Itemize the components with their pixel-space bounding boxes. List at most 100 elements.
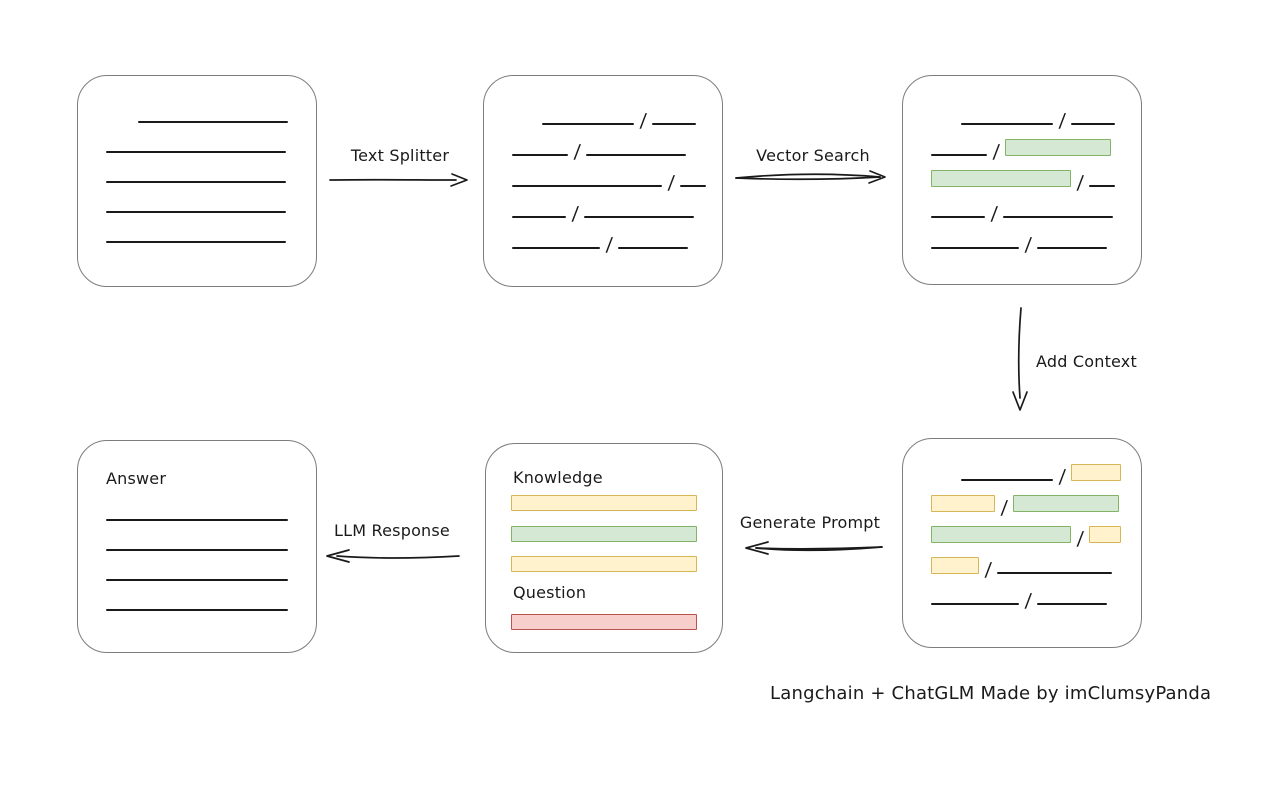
answer-node: Answer xyxy=(77,440,317,653)
chunk-row: / xyxy=(512,229,689,256)
prompt-node: Knowledge Question xyxy=(485,443,723,653)
text-line xyxy=(106,609,288,611)
text-line xyxy=(1037,247,1108,249)
text-line xyxy=(106,241,286,243)
slash-separator: / xyxy=(573,141,582,163)
chunk-row: / xyxy=(931,105,1116,132)
green-chunk-rect xyxy=(1005,139,1112,156)
chunk-row: / xyxy=(931,198,1114,225)
question-label: Question xyxy=(513,583,587,602)
chunk-row: / xyxy=(931,229,1108,256)
answer-label: Answer xyxy=(106,469,167,488)
llm-response-label: LLM Response xyxy=(334,521,450,540)
slash-separator: / xyxy=(571,203,580,225)
slash-separator: / xyxy=(605,234,614,256)
chunk-row xyxy=(106,531,288,551)
text-line xyxy=(106,519,288,521)
chunk-row: / xyxy=(931,492,1120,519)
yellow-chunk-rect xyxy=(1071,464,1122,481)
text-line xyxy=(106,579,288,581)
chunk-row xyxy=(106,133,286,153)
text-line xyxy=(1089,185,1116,187)
vector-search-label: Vector Search xyxy=(756,146,870,165)
knowledge-label: Knowledge xyxy=(513,468,603,487)
slash-separator: / xyxy=(639,110,648,132)
text-line xyxy=(542,123,634,125)
yellow-bar xyxy=(511,556,697,572)
text-line xyxy=(512,154,568,156)
yellow-bar xyxy=(511,495,697,511)
chunk-row xyxy=(106,591,288,611)
chunk-row xyxy=(106,163,286,183)
text-line xyxy=(1003,216,1114,218)
generate-prompt-arrow xyxy=(745,541,883,555)
slash-separator: / xyxy=(1024,234,1033,256)
generate-prompt-label: Generate Prompt xyxy=(739,513,881,532)
text-line xyxy=(1071,123,1116,125)
green-chunk-rect xyxy=(1013,495,1120,512)
llm-response-arrow xyxy=(326,549,460,563)
text-line xyxy=(618,247,689,249)
green-bar xyxy=(511,525,697,542)
chunk-row: / xyxy=(512,105,697,132)
text-line xyxy=(997,572,1113,574)
text-line xyxy=(106,151,286,153)
text-line xyxy=(512,185,662,187)
yellow-chunk-rect xyxy=(1089,526,1122,543)
chunk-row: / xyxy=(512,136,687,163)
slash-separator: / xyxy=(984,559,993,581)
chunk-row: / xyxy=(931,523,1122,550)
red-bar xyxy=(511,614,697,630)
chunk-row xyxy=(106,103,288,123)
text-line xyxy=(931,603,1019,605)
vector-search-arrow xyxy=(735,170,886,184)
slash-separator: / xyxy=(1024,590,1033,612)
text-splitter-label: Text Splitter xyxy=(350,146,450,165)
yellow-chunk-rect xyxy=(931,495,995,512)
chunk-row: / xyxy=(512,198,695,225)
green-chunk-rect xyxy=(931,526,1071,543)
chunk-row: / xyxy=(931,585,1108,612)
add-context-arrow xyxy=(1012,307,1028,411)
text-line xyxy=(652,123,697,125)
chunk-row xyxy=(106,561,288,581)
text-line xyxy=(931,154,987,156)
chunk-row xyxy=(106,193,286,213)
slash-separator: / xyxy=(1058,110,1067,132)
text-line xyxy=(138,121,288,123)
matched-chunks-node: / / / / / xyxy=(902,75,1142,285)
text-line xyxy=(680,185,707,187)
chunk-row xyxy=(106,223,286,243)
text-line xyxy=(512,216,566,218)
diagram-caption: Langchain + ChatGLM Made by imClumsyPand… xyxy=(770,683,1212,704)
slash-separator: / xyxy=(1058,466,1067,488)
green-chunk-rect xyxy=(931,170,1071,187)
text-line xyxy=(961,479,1053,481)
text-line xyxy=(931,216,985,218)
text-line xyxy=(584,216,695,218)
yellow-chunk-rect xyxy=(931,557,979,574)
context-chunks-node: / / / / / xyxy=(902,438,1142,648)
text-line xyxy=(586,154,687,156)
slash-separator: / xyxy=(1076,528,1085,550)
document-node xyxy=(77,75,317,287)
text-line xyxy=(931,247,1019,249)
chunk-row: / xyxy=(931,554,1113,581)
slash-separator: / xyxy=(990,203,999,225)
slash-separator: / xyxy=(1076,172,1085,194)
slash-separator: / xyxy=(667,172,676,194)
slash-separator: / xyxy=(1000,497,1009,519)
text-line xyxy=(512,247,600,249)
slash-separator: / xyxy=(992,141,1001,163)
split-chunks-node: / / / / / xyxy=(483,75,723,287)
text-line xyxy=(1037,603,1108,605)
text-line xyxy=(106,211,286,213)
chunk-row: / xyxy=(512,167,707,194)
chunk-row xyxy=(106,501,288,521)
text-line xyxy=(106,181,286,183)
chunk-row: / xyxy=(931,136,1112,163)
add-context-label: Add Context xyxy=(1036,352,1137,371)
chunk-row: / xyxy=(931,461,1122,488)
chunk-row: / xyxy=(931,167,1116,194)
